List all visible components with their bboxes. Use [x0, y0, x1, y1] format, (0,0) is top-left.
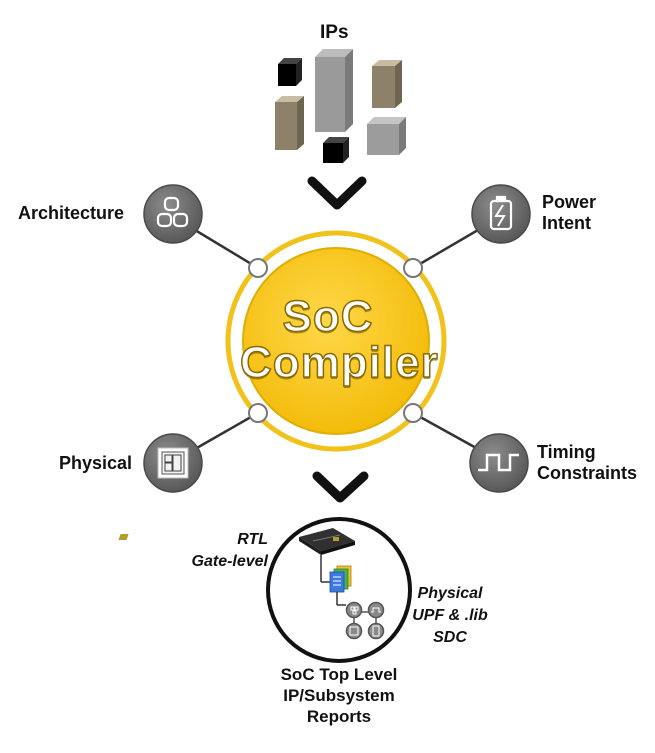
- inputs-line1: RTL: [237, 531, 268, 548]
- outputs-line1: Physical: [417, 585, 483, 602]
- chevron-down-icon: [312, 471, 369, 503]
- power-intent-line2: Intent: [542, 213, 591, 233]
- center-title: SoC Compiler: [239, 292, 439, 387]
- ring-connection-dots: [248, 258, 423, 423]
- battery-icon: [489, 195, 513, 231]
- chip-icon: [118, 528, 355, 555]
- mini-nodes-icon: [345, 601, 385, 640]
- timing-line2: Constraints: [537, 463, 638, 483]
- chevron-down-icon: [307, 176, 367, 210]
- ips-title: IPs: [320, 22, 349, 43]
- power-intent-node: [471, 184, 531, 244]
- bottom-line2: IP/Subsystem: [283, 686, 395, 705]
- bottom-label: SoC Top Level IP/Subsystem Reports: [259, 664, 419, 727]
- timing-constraints-label: Timing Constraints: [537, 442, 637, 484]
- timing-line1: Timing: [537, 442, 596, 462]
- bottom-line3: Reports: [306, 707, 372, 726]
- bottom-line1: SoC Top Level: [280, 665, 398, 684]
- physical-label: Physical: [59, 453, 133, 473]
- architecture-blocks-icon: [156, 196, 189, 228]
- physical-node: [143, 433, 203, 493]
- outputs-line2: UPF & .lib: [412, 607, 488, 624]
- power-intent-line1: Power: [542, 192, 597, 212]
- outputs-line3: SDC: [433, 629, 467, 646]
- connector-lines: [194, 228, 479, 451]
- outputs-label: Physical UPF & .lib SDC: [405, 583, 495, 649]
- center-title-line1: SoC: [282, 292, 374, 341]
- document-stack-icon: [329, 565, 352, 593]
- inputs-label: RTL Gate-level: [190, 529, 268, 573]
- inputs-line2: Gate-level: [191, 553, 268, 570]
- timing-constraints-node: [469, 433, 529, 493]
- center-title-line2: Compiler: [239, 338, 439, 387]
- power-intent-label: Power Intent: [542, 192, 596, 234]
- ip-blocks-icon: [275, 49, 406, 163]
- compiler-core: [242, 247, 430, 435]
- clock-waveform-icon: [478, 453, 519, 472]
- architecture-label: Architecture: [18, 203, 125, 223]
- output-view-circle: [118, 517, 412, 663]
- compiler-outer-ring: [225, 230, 447, 452]
- floorplan-icon: [157, 447, 189, 479]
- architecture-node: [143, 184, 203, 244]
